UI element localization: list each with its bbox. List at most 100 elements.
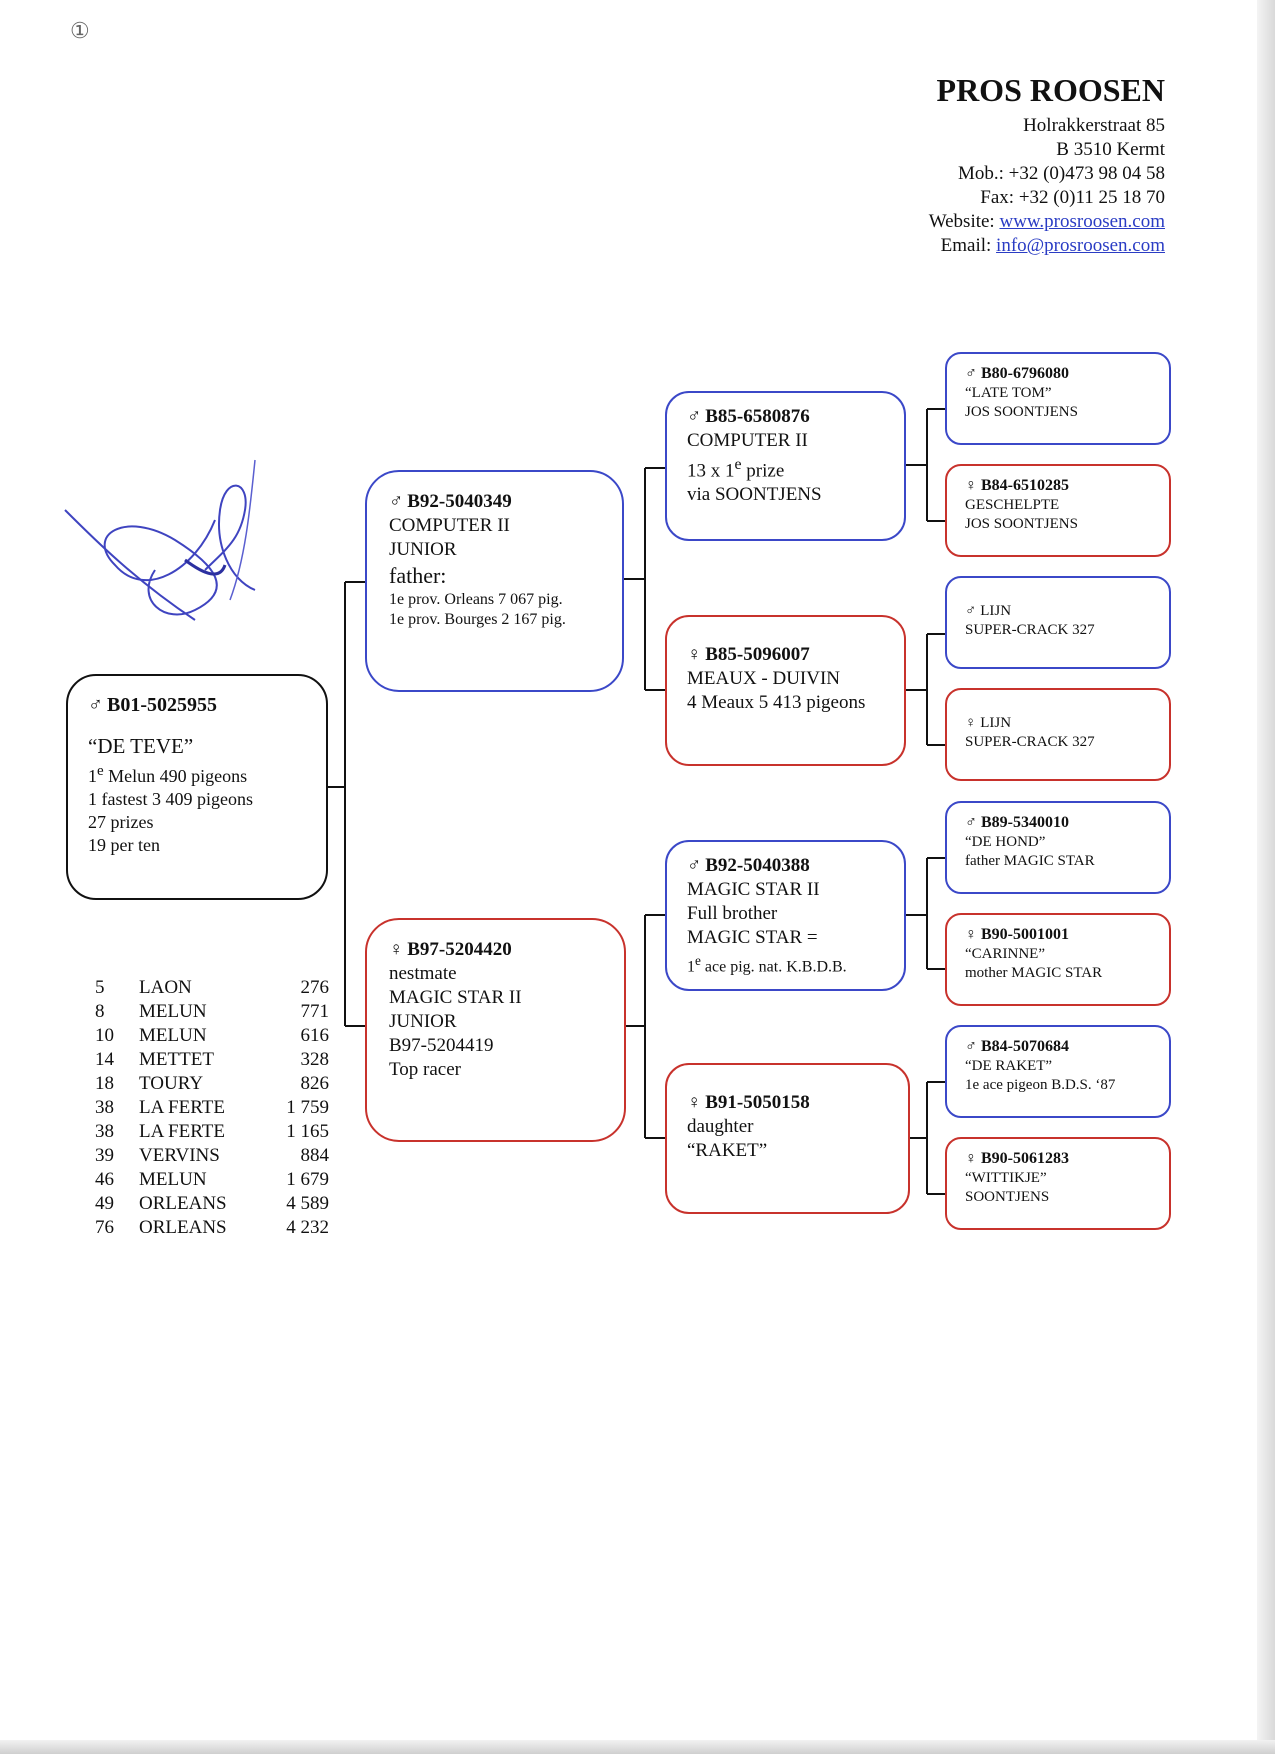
cock-symbol-icon: ♂ <box>965 603 977 619</box>
ggp-card-8: ♀B90-5061283 “WITTIKJE” SOONTJENS <box>945 1137 1171 1230</box>
dam-dam-card: ♀B91-5050158 daughter “RAKET” <box>665 1063 910 1214</box>
dam-nestmate-ring: B97-5204419 <box>389 1035 494 1056</box>
dam-ring-number: ♀B97-5204420 <box>389 939 512 960</box>
breeder-fax: Fax: +32 (0)11 25 18 70 <box>980 187 1165 208</box>
hen-symbol-icon: ♀ <box>965 715 977 731</box>
email-link[interactable]: info@prosroosen.com <box>996 235 1165 256</box>
ggp-name: “CARINNE” <box>965 946 1045 962</box>
breeder-website-row: Website: www.prosroosen.com <box>929 210 1165 234</box>
result-birds: 884 <box>300 1145 330 1166</box>
result-row: 39 VERVINS 884 <box>95 1144 329 1168</box>
breeder-street: Holrakkerstraat 85 <box>1023 115 1165 136</box>
subject-ring-number: ♂B01-5025955 <box>88 694 217 716</box>
hen-symbol-icon: ♀ <box>687 1092 702 1113</box>
sire-result-2: 1e prov. Bourges 2 167 pig. <box>389 611 566 628</box>
result-birds: 771 <box>300 1001 330 1022</box>
breeder-header: PROS ROOSEN Holrakkerstraat 85 B 3510 Ke… <box>929 70 1165 258</box>
dam-dam-relation: daughter <box>687 1116 754 1137</box>
ggp-card-6: ♀B90-5001001 “CARINNE” mother MAGIC STAR <box>945 913 1171 1006</box>
ggp-name: SUPER-CRACK 327 <box>965 734 1095 750</box>
dam-description: Top racer <box>389 1059 461 1080</box>
ggp-ring-number: ♂B80-6796080 <box>965 365 1069 382</box>
cock-symbol-icon: ♂ <box>965 814 977 831</box>
sire-sire-name: COMPUTER II <box>687 430 808 451</box>
sire-dam-ring-number: ♀B85-5096007 <box>687 644 810 665</box>
ggp-name: SUPER-CRACK 327 <box>965 622 1095 638</box>
result-place: 14 <box>95 1049 114 1070</box>
sire-name: COMPUTER II <box>389 515 510 536</box>
sire-sire-card: ♂B85-6580876 COMPUTER II 13 x 1e prize v… <box>665 391 906 541</box>
result-place: 38 <box>95 1121 114 1142</box>
dam-dam-ring-number: ♀B91-5050158 <box>687 1092 810 1113</box>
sire-father-label: father: <box>389 563 447 588</box>
result-race: METTET <box>139 1049 214 1070</box>
email-label: Email: <box>940 235 992 256</box>
ggp-breeder: SOONTJENS <box>965 1189 1050 1205</box>
cock-symbol-icon: ♂ <box>88 694 103 716</box>
page-edge-right <box>1257 0 1275 1754</box>
subject-per-ten: 19 per ten <box>88 835 160 855</box>
subject-name: “DE TEVE” <box>88 734 194 758</box>
ggp-breeder: JOS SOONTJENS <box>965 404 1078 420</box>
sire-suffix: JUNIOR <box>389 539 457 560</box>
sire-dam-card: ♀B85-5096007 MEAUX - DUIVIN 4 Meaux 5 41… <box>665 615 906 766</box>
ggp-line-label: ♂LIJN <box>965 603 1012 619</box>
dam-sire-card: ♂B92-5040388 MAGIC STAR II Full brother … <box>665 840 906 991</box>
ggp-breeder: JOS SOONTJENS <box>965 516 1078 532</box>
result-place: 5 <box>95 977 105 998</box>
ggp-line-label: ♀LIJN <box>965 715 1012 731</box>
ggp-card-3: ♂LIJN SUPER-CRACK 327 <box>945 576 1171 669</box>
page-edge-bottom <box>0 1740 1275 1754</box>
handwritten-signature <box>64 459 256 621</box>
sire-dam-result: 4 Meaux 5 413 pigeons <box>687 692 866 713</box>
result-row: 18 TOURY 826 <box>95 1072 329 1096</box>
result-place: 39 <box>95 1145 114 1166</box>
sire-dam-name: MEAUX - DUIVIN <box>687 668 841 689</box>
result-place: 38 <box>95 1097 114 1118</box>
result-race: VERVINS <box>139 1145 220 1166</box>
result-birds: 826 <box>300 1073 330 1094</box>
ggp-card-1: ♂B80-6796080 “LATE TOM” JOS SOONTJENS <box>945 352 1171 445</box>
result-race: MELUN <box>139 1169 207 1190</box>
result-race: MELUN <box>139 1001 207 1022</box>
dam-sire-ace-title: 1e ace pig. nat. K.B.D.B. <box>687 953 847 976</box>
result-birds: 1 165 <box>286 1121 329 1142</box>
subject-pigeon-card: ♂B01-5025955 “DE TEVE” 1e Melun 490 pige… <box>66 674 328 900</box>
ggp-ring-number: ♀B90-5061283 <box>965 1150 1069 1167</box>
sire-sire-origin: via SOONTJENS <box>687 484 822 506</box>
hen-symbol-icon: ♀ <box>389 939 404 960</box>
cock-symbol-icon: ♂ <box>687 855 702 876</box>
ggp-name: “LATE TOM” <box>965 385 1052 401</box>
cock-symbol-icon: ♂ <box>389 491 404 512</box>
hen-symbol-icon: ♀ <box>965 926 977 943</box>
ggp-ring-number: ♀B90-5001001 <box>965 926 1069 943</box>
dam-sire-ring-number: ♂B92-5040388 <box>687 855 810 876</box>
hen-symbol-icon: ♀ <box>965 1150 977 1167</box>
result-place: 8 <box>95 1001 105 1022</box>
cock-symbol-icon: ♂ <box>687 406 702 427</box>
ggp-ring-number: ♂B84-5070684 <box>965 1038 1069 1055</box>
dam-suffix: JUNIOR <box>389 1011 457 1032</box>
result-race: ORLEANS <box>139 1193 227 1214</box>
result-birds: 616 <box>300 1025 330 1046</box>
breeder-mobile: Mob.: +32 (0)473 98 04 58 <box>957 163 1165 184</box>
result-race: LA FERTE <box>139 1121 225 1142</box>
result-place: 18 <box>95 1073 114 1094</box>
ggp-card-7: ♂B84-5070684 “DE RAKET” 1e ace pigeon B.… <box>945 1025 1171 1118</box>
subject-result-2: 1 fastest 3 409 pigeons <box>88 789 253 809</box>
website-link[interactable]: www.prosroosen.com <box>999 211 1165 232</box>
dam-name: MAGIC STAR II <box>389 987 522 1008</box>
sire-ring-number: ♂B92-5040349 <box>389 491 512 512</box>
result-race: TOURY <box>139 1073 204 1094</box>
cock-symbol-icon: ♂ <box>965 1038 977 1055</box>
result-birds: 4 232 <box>286 1217 329 1238</box>
result-place: 76 <box>95 1217 114 1238</box>
subject-result-1: 1e Melun 490 pigeons <box>88 763 248 786</box>
cock-symbol-icon: ♂ <box>965 365 977 382</box>
result-place: 49 <box>95 1193 114 1214</box>
result-birds: 4 589 <box>286 1193 329 1214</box>
